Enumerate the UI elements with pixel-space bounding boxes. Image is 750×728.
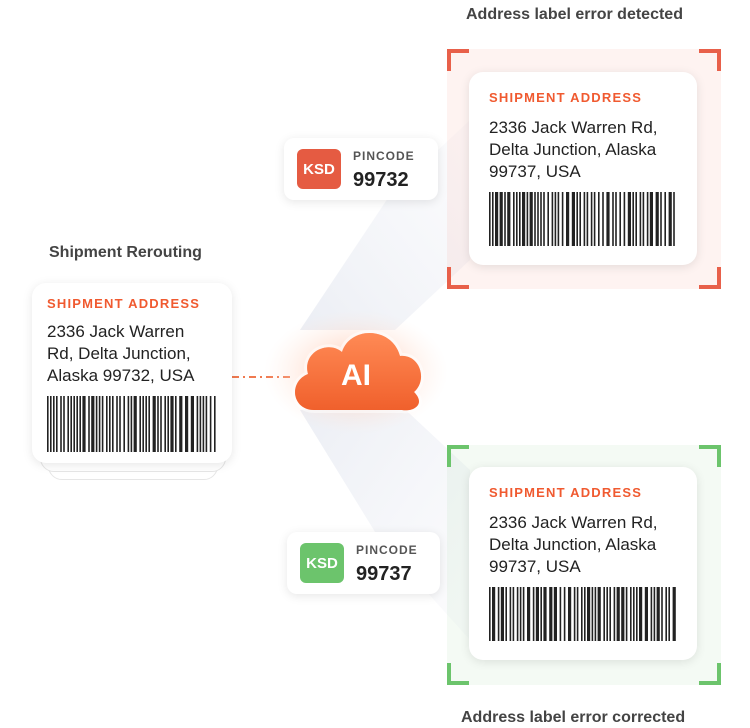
pincode-value: 99732 [353,169,409,191]
error-address-line-3: 99737, USA [489,162,581,181]
corrected-address-card: SHIPMENT ADDRESS 2336 Jack Warren Rd, De… [469,467,697,660]
barcode-icon [47,396,216,452]
error-card-title: SHIPMENT ADDRESS [489,90,643,105]
error-pincode-chip: KSD PINCODE 99732 [284,138,438,200]
ai-label: AI [341,359,371,392]
error-address-line-1: 2336 Jack Warren Rd, [489,118,658,137]
ksd-badge: KSD [297,149,341,189]
error-address: 2336 Jack Warren Rd, Delta Junction, Ala… [489,117,658,183]
error-frame-corner-br [699,267,721,289]
source-address-line-2: Rd, Delta Junction, [47,344,191,363]
heading-shipment-rerouting: Shipment Rerouting [49,244,202,261]
source-card-title: SHIPMENT ADDRESS [47,296,201,311]
error-frame-corner-tr [699,49,721,71]
corrected-address-line-2: Delta Junction, Alaska [489,535,657,554]
error-address-line-2: Delta Junction, Alaska [489,140,657,159]
error-frame-corner-tl [447,49,469,71]
pincode-value: 99737 [356,563,412,585]
corrected-frame-corner-tr [699,445,721,467]
cloud-icon [264,310,448,434]
corrected-address: 2336 Jack Warren Rd, Delta Junction, Ala… [489,512,658,578]
ksd-badge: KSD [300,543,344,583]
corrected-frame-corner-br [699,663,721,685]
error-frame-corner-bl [447,267,469,289]
corrected-address-line-3: 99737, USA [489,557,581,576]
heading-error-corrected: Address label error corrected [461,709,686,726]
source-address: 2336 Jack Warren Rd, Delta Junction, Ala… [47,321,194,387]
beam-to-corrected [300,400,470,640]
source-address-card: SHIPMENT ADDRESS 2336 Jack Warren Rd, De… [32,283,232,463]
source-address-line-3: Alaska 99732, USA [47,366,195,385]
heading-error-detected: Address label error detected [466,6,683,23]
corrected-address-line-1: 2336 Jack Warren Rd, [489,513,658,532]
error-address-card: SHIPMENT ADDRESS 2336 Jack Warren Rd, De… [469,72,697,265]
corrected-frame-corner-bl [447,663,469,685]
corrected-pincode-chip: KSD PINCODE 99737 [287,532,440,594]
pincode-label: PINCODE [353,149,415,163]
corrected-card-title: SHIPMENT ADDRESS [489,485,643,500]
corrected-frame-corner-tl [447,445,469,467]
source-address-line-1: 2336 Jack Warren [47,322,185,341]
barcode-icon [489,192,675,246]
barcode-icon [489,587,676,641]
pincode-label: PINCODE [356,543,418,557]
